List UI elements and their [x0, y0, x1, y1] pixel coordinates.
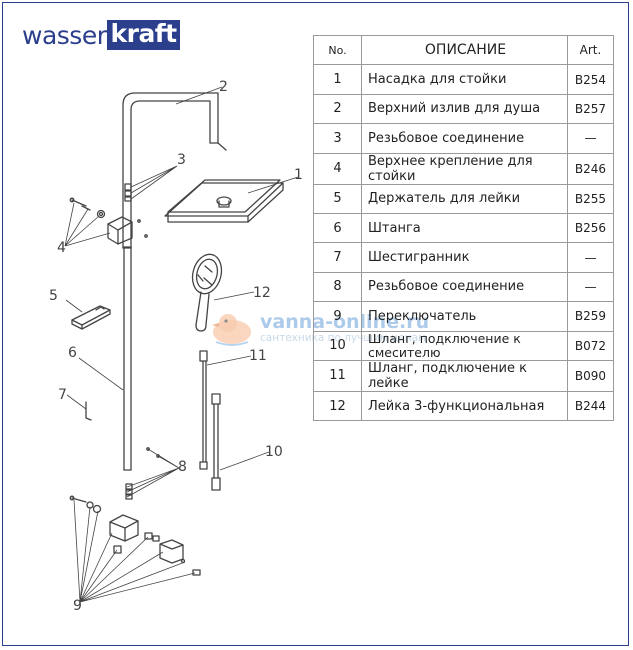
- row-article: —: [567, 242, 614, 273]
- part-holder: [71, 305, 111, 330]
- table-row: 2 Верхний излив для душа B257: [313, 93, 614, 125]
- callout-11: 11: [249, 348, 267, 364]
- part-hand-shower: [191, 253, 223, 332]
- table-row: 5 Держатель для лейки B255: [313, 183, 614, 214]
- row-no: 9: [313, 301, 362, 332]
- row-description: Шланг, подключение к смесителю: [361, 330, 568, 361]
- header-no: No.: [313, 34, 362, 66]
- part-diverter: [69, 495, 201, 576]
- row-article: B072: [567, 330, 614, 361]
- row-article: B246: [567, 152, 614, 185]
- callout-10: 10: [265, 444, 283, 460]
- parts-table: No. ОПИСАНИЕ Art. 1 Насадка для стойки B…: [313, 34, 614, 422]
- row-description: Шланг, подключение к лейке: [361, 359, 568, 392]
- callout-3: 3: [177, 152, 186, 168]
- part-hose-10: [211, 393, 221, 491]
- row-no: 3: [313, 123, 362, 154]
- header-description: ОПИСАНИЕ: [361, 34, 568, 66]
- part-upper-mount: [69, 197, 148, 245]
- callout-6: 6: [68, 345, 77, 361]
- table-row: 8 Резьбовое соединение —: [313, 271, 614, 303]
- table-row: 9 Переключатель B259: [313, 301, 614, 332]
- row-no: 5: [313, 183, 362, 214]
- row-no: 4: [313, 152, 362, 185]
- row-no: 8: [313, 271, 362, 303]
- header-article: Art.: [567, 34, 614, 66]
- table-row: 10 Шланг, подключение к смесителю B072: [313, 330, 614, 361]
- row-description: Резьбовое соединение: [361, 271, 568, 303]
- part-shower-head: [164, 179, 284, 223]
- callout-7: 7: [58, 387, 67, 403]
- table-row: 11 Шланг, подключение к лейке B090: [313, 359, 614, 392]
- callout-2: 2: [219, 79, 228, 95]
- part-upper-spout: [122, 92, 227, 249]
- table-row: 6 Штанга B256: [313, 212, 614, 244]
- row-article: —: [567, 271, 614, 303]
- row-article: B244: [567, 390, 614, 422]
- row-description: Переключатель: [361, 301, 568, 332]
- table-row: 3 Резьбовое соединение —: [313, 123, 614, 154]
- table-row: 4 Верхнее крепление для стойки B246: [313, 152, 614, 185]
- callout-9: 9: [73, 598, 82, 614]
- row-description: Держатель для лейки: [361, 183, 568, 214]
- row-no: 1: [313, 64, 362, 95]
- callout-1: 1: [294, 167, 303, 183]
- row-article: B259: [567, 301, 614, 332]
- row-article: —: [567, 123, 614, 154]
- row-article: B255: [567, 183, 614, 214]
- row-description: Верхний излив для душа: [361, 93, 568, 125]
- row-article: B256: [567, 212, 614, 244]
- brand-logo-part1: wasser: [22, 20, 107, 50]
- table-row: 1 Насадка для стойки B254: [313, 64, 614, 95]
- row-no: 11: [313, 359, 362, 392]
- row-description: Верхнее крепление для стойки: [361, 152, 568, 185]
- callout-12: 12: [253, 285, 271, 301]
- table-row: 7 Шестигранник —: [313, 242, 614, 273]
- row-description: Штанга: [361, 212, 568, 244]
- row-no: 7: [313, 242, 362, 273]
- callout-5: 5: [49, 288, 58, 304]
- row-description: Шестигранник: [361, 242, 568, 273]
- row-no: 2: [313, 93, 362, 125]
- row-no: 10: [313, 330, 362, 361]
- row-description: Лейка 3-функциональная: [361, 390, 568, 422]
- leader-lines: [64, 86, 299, 603]
- table-row: 12 Лейка 3-функциональная B244: [313, 390, 614, 422]
- part-rail: [123, 246, 132, 471]
- row-no: 6: [313, 212, 362, 244]
- row-article: B257: [567, 93, 614, 125]
- callout-8: 8: [178, 459, 187, 475]
- row-description: Насадка для стойки: [361, 64, 568, 95]
- part-fitting-3: [124, 183, 132, 202]
- part-hex-key: [85, 401, 92, 421]
- part-hose-11: [199, 350, 208, 470]
- row-no: 12: [313, 390, 362, 422]
- parts-table-header: No. ОПИСАНИЕ Art.: [313, 34, 614, 66]
- callout-4: 4: [57, 240, 66, 256]
- brand-logo-part2: kraft: [107, 20, 180, 50]
- row-article: B254: [567, 64, 614, 95]
- row-description: Резьбовое соединение: [361, 123, 568, 154]
- row-article: B090: [567, 359, 614, 392]
